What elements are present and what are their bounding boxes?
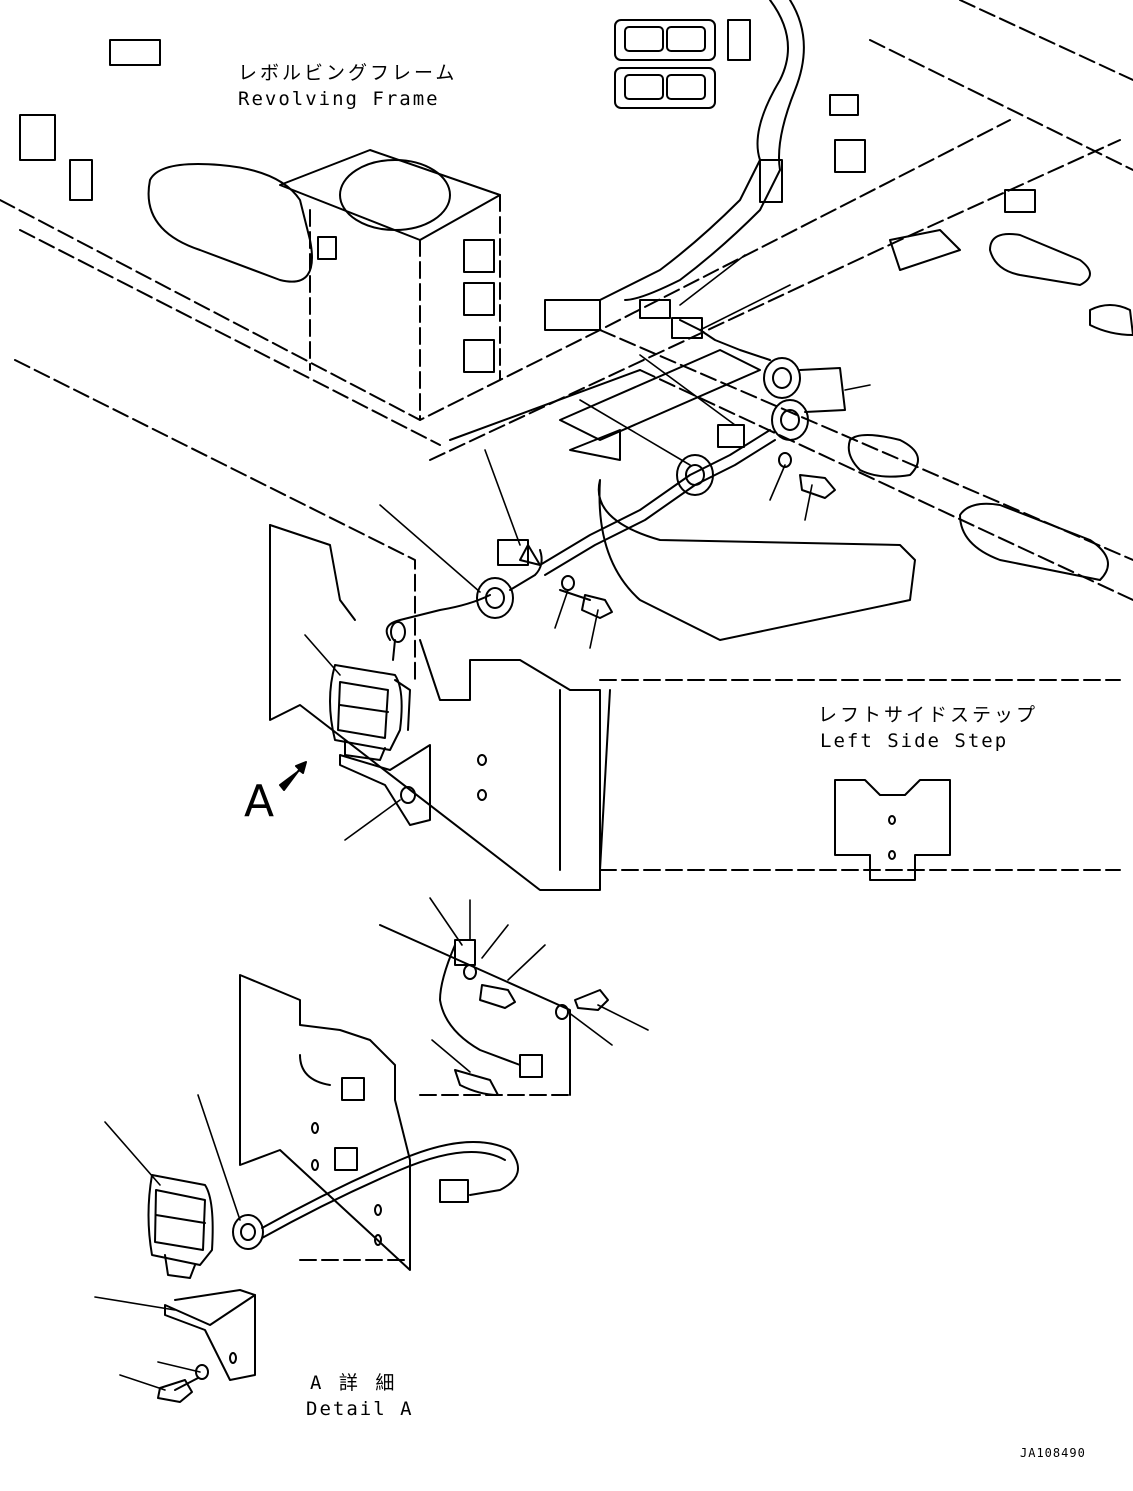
revolving-frame-label-en: Revolving Frame <box>238 88 440 110</box>
left-side-step <box>269 524 1121 891</box>
work-lamp-main <box>329 539 613 826</box>
revolving-frame <box>0 0 1133 681</box>
detail-a-label-jp: A 詳 細 <box>310 1372 398 1394</box>
detail-a-view <box>147 924 609 1403</box>
detail-a-label-en: Detail A <box>306 1398 414 1420</box>
view-marker-label: A <box>244 776 275 827</box>
harness-upper <box>539 299 846 576</box>
left-side-step-label-jp: レフトサイドステップ <box>818 704 1039 726</box>
revolving-frame-label-jp: レボルビングフレーム <box>238 62 458 84</box>
leader-lines-main <box>304 254 871 841</box>
leader-lines-detail <box>94 897 649 1391</box>
view-arrow-a <box>279 761 307 791</box>
drawing-number: JA108490 <box>1020 1446 1086 1460</box>
left-side-step-label-en: Left Side Step <box>820 730 1009 752</box>
